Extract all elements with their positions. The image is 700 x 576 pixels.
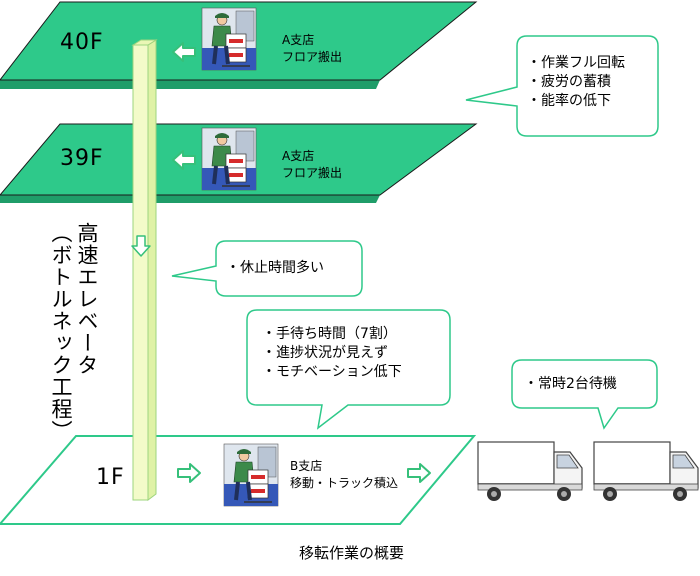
callout-ground-item: ・進捗状況が見えず	[262, 345, 388, 361]
callout-elevator-text: ・休止時間多い	[226, 259, 324, 278]
callout-ground-text: ・手待ち時間（7割） ・進捗状況が見えず ・モチベーション低下	[262, 325, 402, 382]
callout-top-item: ・疲労の蓄積	[527, 74, 611, 90]
worker-picture-1f	[222, 442, 280, 508]
callout-top-item: ・能率の低下	[527, 93, 611, 109]
elevator-shaft-top	[131, 39, 158, 46]
action-39f: フロア搬出	[282, 166, 343, 180]
callout-ground-item: ・モチベーション低下	[262, 364, 402, 380]
worker-picture-40f	[200, 6, 258, 72]
floor-40f-side	[0, 80, 380, 89]
callout-top-item: ・作業フル回転	[527, 55, 625, 71]
elevator-label-line1: 高速エレベータ	[75, 222, 99, 376]
worker-picture-39f	[200, 126, 258, 192]
callout-ground-item: ・手待ち時間（7割）	[262, 326, 397, 342]
diagram-caption: 移転作業の概要	[299, 544, 405, 562]
branch-40f: A支店	[282, 33, 315, 47]
floor-label-1f: 1F	[96, 465, 125, 490]
floor-label-40f: 40F	[60, 30, 104, 55]
elevator-shaft	[132, 44, 149, 501]
elevator-down-arrow	[131, 235, 151, 257]
callout-top-text: ・作業フル回転 ・疲労の蓄積 ・能率の低下	[527, 54, 625, 111]
callout-elevator-item: ・休止時間多い	[226, 260, 324, 276]
callout-trucks-item: ・常時2台待機	[524, 376, 617, 392]
floor-39f-side	[0, 195, 380, 203]
callout-elevator-bubble	[171, 240, 363, 297]
action-1f: 移動・トラック積込	[290, 476, 399, 490]
action-40f: フロア搬出	[282, 50, 343, 64]
callout-ground-bubble	[246, 309, 451, 430]
truck-2	[593, 441, 699, 502]
callout-trucks-bubble	[511, 359, 658, 430]
truck-1	[477, 441, 583, 502]
elevator-shaft-side	[147, 39, 157, 501]
branch-1f: B支店	[290, 459, 323, 473]
callout-trucks-text: ・常時2台待機	[524, 375, 617, 394]
elevator-label: 高速エレベータ （ボトルネック工程）	[48, 222, 100, 442]
floor-label-39f: 39F	[60, 146, 104, 171]
branch-39f: A支店	[282, 149, 315, 163]
elevator-label-line2: （ボトルネック工程）	[49, 222, 73, 442]
callout-top-bubble	[465, 35, 659, 137]
